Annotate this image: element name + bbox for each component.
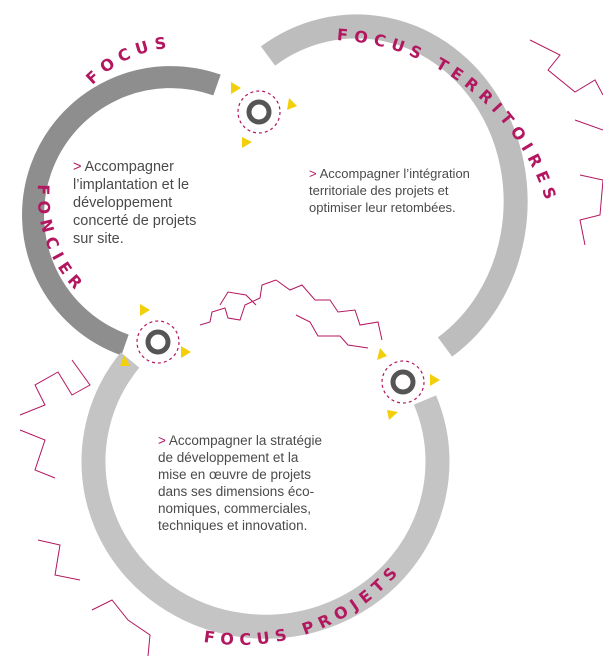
gear-node-right — [377, 348, 440, 420]
gear-node-top — [231, 82, 297, 148]
description-projets: >Accompagner la stratégie de développeme… — [158, 432, 378, 534]
triangle-arrow-icon — [287, 98, 297, 110]
desc-line: de développement et la — [158, 450, 299, 465]
ring-projets — [81, 352, 450, 639]
triangle-arrow-icon — [120, 355, 130, 366]
triangle-arrow-icon — [387, 410, 398, 420]
desc-line: territoriale des projets et — [309, 183, 449, 198]
ring-foncier — [22, 66, 221, 356]
gear-outline-right — [529, 39, 603, 246]
desc-line: l’implantation et le — [73, 177, 190, 193]
desc-line: nomiques, commerciales, — [158, 501, 312, 516]
desc-line: Accompagner la stratégie — [168, 433, 322, 448]
gear-outline-left — [19, 359, 151, 656]
triangle-arrow-icon — [430, 374, 440, 386]
bullet-arrow: > — [158, 433, 166, 448]
desc-line: sur site. — [73, 231, 124, 247]
desc-line: techniques et innovation. — [158, 518, 308, 533]
desc-line: mise en œuvre de projets — [158, 467, 312, 482]
bullet-arrow: > — [73, 159, 82, 175]
description-territoires: >Accompagner l’intégration territoriale … — [309, 165, 529, 216]
desc-line: développement — [73, 195, 173, 211]
triangle-arrow-icon — [231, 82, 241, 94]
description-foncier: >Accompagner l’implantation et le dévelo… — [73, 158, 243, 248]
desc-line: dans ses dimensions éco- — [158, 484, 315, 499]
desc-line: concerté de projets — [73, 213, 197, 229]
desc-line: Accompagner — [84, 159, 174, 175]
desc-line: Accompagner l’intégration — [319, 166, 470, 181]
ring-territoires — [260, 14, 528, 357]
triangle-arrow-icon — [377, 348, 387, 360]
bullet-arrow: > — [309, 166, 317, 181]
gear-node-left — [120, 304, 191, 366]
gear-outline-middle — [199, 279, 383, 349]
triangle-arrow-icon — [181, 346, 191, 358]
triangle-arrow-icon — [242, 137, 252, 148]
triangle-arrow-icon — [140, 304, 150, 316]
desc-line: optimiser leur retombées. — [309, 200, 456, 215]
